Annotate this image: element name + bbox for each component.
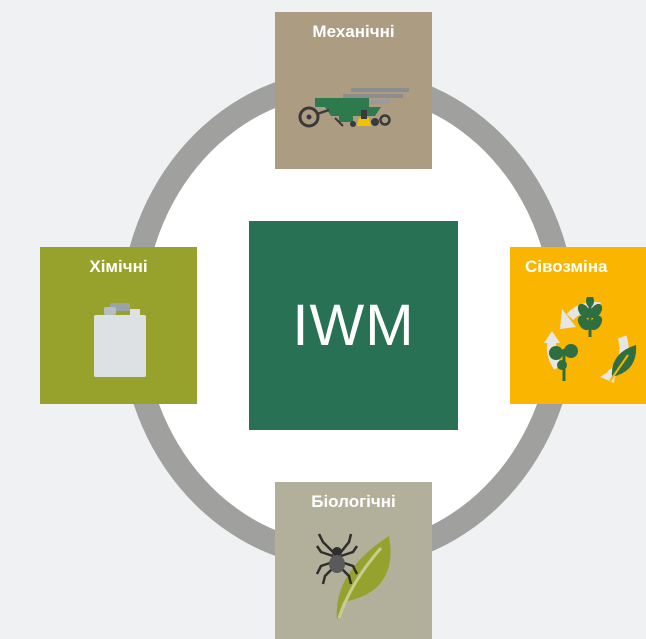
crop-rotation-icon: [544, 297, 637, 383]
node-chemical: Хімічні: [40, 247, 197, 404]
node-biological-label: Біологічні: [311, 492, 396, 511]
node-biological: Біологічні: [275, 482, 432, 639]
center-label: IWM: [292, 293, 415, 358]
plow-tractor-icon: [298, 88, 409, 128]
node-crop-rotation: Сівозміна: [510, 247, 646, 404]
node-chemical-label: Хімічні: [89, 257, 148, 276]
canister-icon: [94, 303, 146, 377]
node-mechanical: Механічні: [275, 12, 432, 169]
spider-leaf-icon: [315, 533, 391, 620]
node-mechanical-label: Механічні: [312, 22, 395, 41]
node-rotation-label: Сівозміна: [525, 257, 608, 276]
iwm-center-box: IWM: [249, 221, 458, 430]
